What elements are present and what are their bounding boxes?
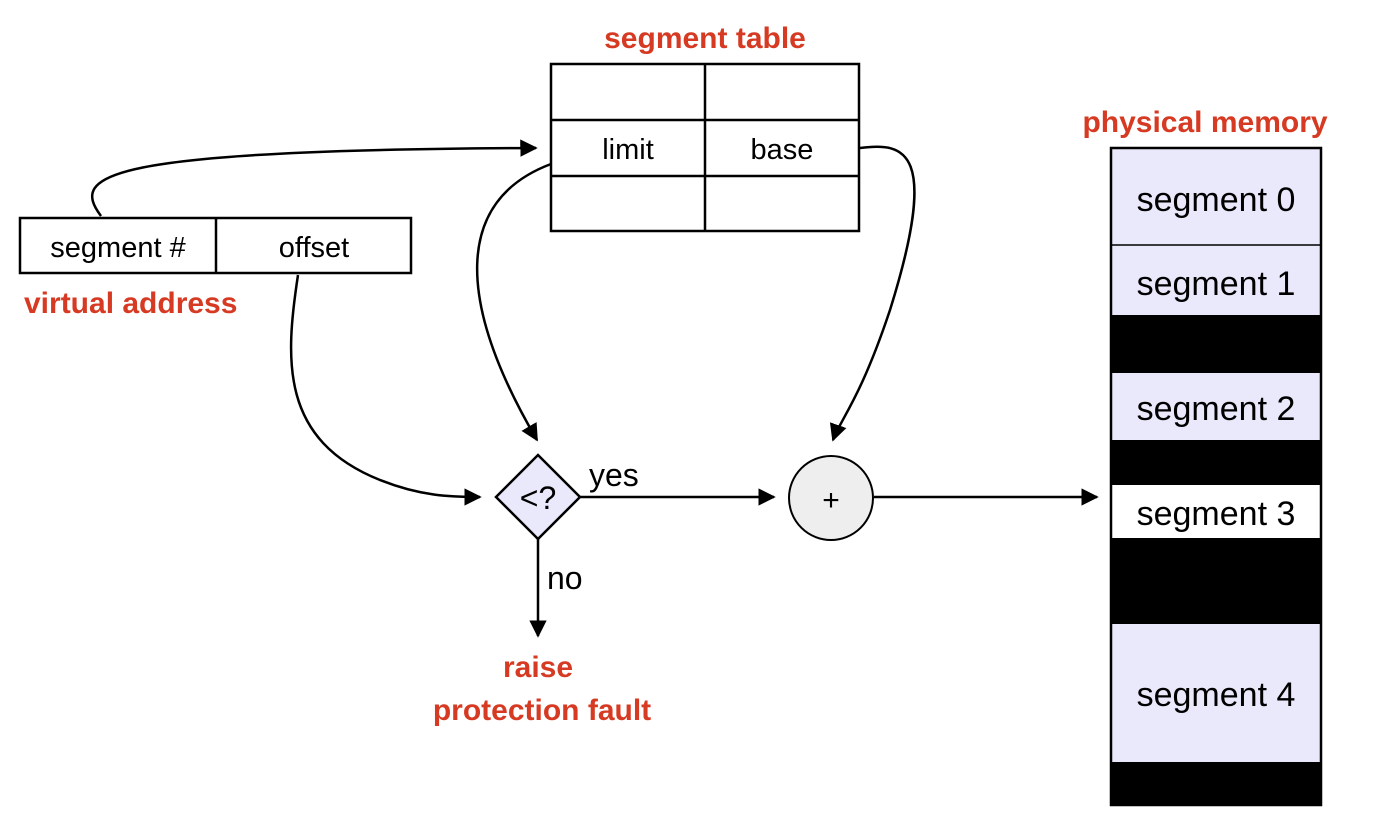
comparator: <? yes no (494, 453, 639, 596)
limit-to-comparator-arrow (476, 162, 552, 442)
segment-1-block (1111, 245, 1321, 315)
fault-line-2: protection fault (433, 694, 651, 727)
base-cell: base (751, 134, 814, 166)
physical-memory-frame (1109, 146, 1323, 807)
segment-3-block (1111, 485, 1321, 538)
segment-4-block (1111, 624, 1321, 762)
arrows (90, 139, 1099, 638)
memory-gap (1111, 762, 1321, 805)
adder-symbol: + (822, 484, 840, 517)
segment-2-block (1111, 373, 1321, 440)
segment-4-label: segment 4 (1137, 676, 1296, 714)
base-to-adder-arrow (829, 145, 916, 442)
physical-memory-title: physical memory (1082, 106, 1327, 139)
segment-number-field: segment # (50, 232, 185, 264)
adder-circle (788, 455, 874, 541)
offset-to-comparator-arrow (289, 274, 482, 506)
adder: + (788, 455, 874, 541)
comparator-symbol: <? (520, 480, 556, 516)
segment-2-label: segment 2 (1137, 390, 1296, 428)
segment-0-block (1111, 148, 1321, 245)
segment-table-title: segment table (604, 22, 806, 55)
fault-line-1: raise (503, 651, 573, 684)
protection-fault: raise protection fault (433, 651, 651, 727)
memory-gap (1111, 538, 1321, 624)
virtual-address-title: virtual address (24, 287, 237, 320)
segment-table: segment table limit base (549, 22, 861, 233)
offset-field: offset (279, 232, 349, 264)
no-label: no (547, 560, 583, 596)
segment-0-label: segment 0 (1137, 181, 1296, 219)
segment-3-label: segment 3 (1137, 495, 1296, 533)
segment-number-to-table-arrow (90, 139, 538, 217)
yes-label: yes (589, 457, 639, 493)
comparator-diamond (494, 453, 582, 541)
memory-gap (1111, 315, 1321, 373)
physical-memory: physical memory segment 0 segment 1 segm… (1082, 106, 1328, 807)
segment-1-label: segment 1 (1137, 265, 1296, 303)
virtual-address: segment # offset virtual address (18, 216, 413, 320)
limit-cell: limit (602, 134, 654, 166)
memory-gap (1111, 440, 1321, 485)
